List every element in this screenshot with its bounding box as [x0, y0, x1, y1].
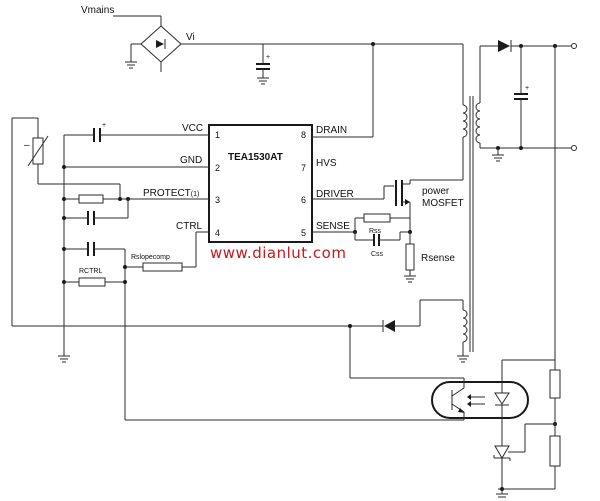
pin-5: 5: [301, 228, 306, 238]
pin-7: 7: [301, 163, 306, 173]
output-capacitor: [514, 46, 528, 148]
rss-resistor: [354, 213, 410, 232]
rsense-resistor: [404, 232, 416, 283]
power-mosfet: [383, 180, 411, 232]
pin-4: 4: [215, 228, 220, 238]
ntc-minus: –: [24, 140, 30, 151]
transformer-primary: [410, 104, 468, 181]
output-diode: [480, 40, 572, 52]
hvs-label: HVS: [316, 158, 337, 169]
output-cap-plus: +: [525, 85, 529, 92]
gnd-label: GND: [180, 155, 202, 166]
ctrl-capacitor: [64, 242, 126, 282]
divider-resistor-bottom: [498, 424, 561, 490]
transformer-aux-winding: [419, 299, 469, 363]
pin-8: 8: [301, 130, 306, 140]
chip-name: TEA1530AT: [228, 152, 283, 163]
drain-label: DRAIN: [316, 125, 347, 136]
controller-ic: [64, 124, 384, 268]
vmains-label: Vmains: [81, 5, 114, 16]
bridge-rectifier: [113, 15, 373, 72]
bulk-capacitor: [256, 44, 270, 85]
protect-resistor: [64, 194, 148, 204]
ground-symbol: [125, 61, 137, 69]
watermark: www.dianlut.com: [210, 244, 346, 262]
aux-diode: [12, 320, 420, 332]
pin-3: 3: [215, 195, 220, 205]
driver-label: DRIVER: [316, 189, 354, 200]
bulk-cap-plus: +: [266, 54, 270, 61]
shunt-regulator: [493, 418, 555, 489]
rctrl-resistor: [64, 277, 125, 287]
vcc-capacitor: [64, 128, 145, 142]
feedback-ground: [496, 489, 508, 498]
primary-ground: [58, 355, 70, 363]
optocoupler: [431, 381, 529, 419]
pin-2: 2: [215, 163, 220, 173]
rslopecomp-resistor: [125, 262, 183, 272]
vcc-label: VCC: [182, 123, 203, 134]
ctrl-label: CTRL: [176, 221, 203, 232]
rss-label: Rss: [369, 228, 382, 235]
secondary-ground: [492, 148, 504, 162]
mosfet-label: MOSFET: [422, 198, 464, 209]
divider-resistor-top: [549, 369, 561, 424]
css-capacitor: [354, 231, 410, 246]
rsense-label: Rsense: [421, 253, 455, 264]
pin-6: 6: [301, 195, 306, 205]
transformer-secondary: [475, 46, 481, 148]
css-label: Css: [371, 251, 384, 258]
protect-label: PROTECT(1): [143, 188, 199, 199]
rctrl-label: RCTRL: [79, 268, 102, 275]
sense-label: SENSE: [316, 221, 350, 232]
pin-1: 1: [215, 130, 220, 140]
output-terminal-negative: [571, 145, 577, 151]
vcc-cap-plus: +: [102, 122, 106, 129]
ntc-thermistor: [27, 135, 121, 199]
output-terminal-positive: [571, 43, 577, 49]
rslopecomp-label: Rslopecomp: [131, 254, 170, 261]
power-label: power: [422, 186, 450, 197]
transformer-core: [469, 96, 474, 352]
vi-label: Vi: [186, 32, 195, 43]
protect-capacitor: [64, 199, 129, 225]
